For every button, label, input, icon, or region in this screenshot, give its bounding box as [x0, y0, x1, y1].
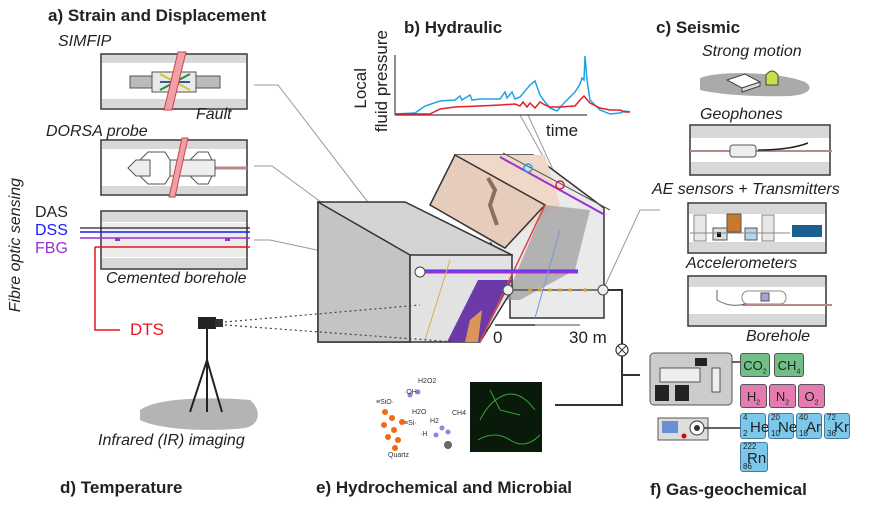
panel-f-title: f) Gas-geochemical — [650, 480, 807, 499]
dorsa-illustration — [100, 137, 248, 198]
geophones-illustration — [689, 124, 832, 176]
strong-motion-illustration — [700, 70, 810, 97]
dts-label: DTS — [130, 320, 164, 339]
ir-imaging-label: Infrared (IR) imaging — [98, 432, 245, 449]
hydraulic-chart — [394, 55, 631, 116]
fault-label: Fault — [196, 106, 232, 123]
gas-analyser-illustration — [649, 352, 742, 441]
das-label: DAS — [35, 204, 68, 221]
accelerometers-label: Accelerometers — [686, 255, 798, 272]
chem-label-quartz: Quartz — [388, 452, 410, 459]
cemented-borehole-illustration — [80, 210, 250, 331]
ir-camera-illustration — [140, 304, 456, 430]
central-block — [317, 152, 640, 406]
pressure-curve-red — [395, 94, 630, 115]
chem-label-ch4: CH4 — [452, 410, 467, 417]
accelerometers-illustration — [687, 275, 832, 327]
ae-sensors-illustration — [687, 202, 827, 254]
gas-o2: O2 — [798, 384, 825, 408]
cemented-borehole-label: Cemented borehole — [106, 270, 247, 287]
scale-start: 0 — [493, 328, 503, 347]
dss-label: DSS — [35, 222, 68, 239]
pressure-curve-blue — [394, 55, 631, 115]
geophones-label: Geophones — [700, 106, 783, 123]
dorsa-label: DORSA probe — [46, 123, 148, 140]
gas-ch4: CH4 — [774, 353, 804, 377]
gas-co2: CO2 — [740, 353, 770, 377]
chem-label-h2o: H2O — [412, 409, 427, 416]
microbial-image — [470, 382, 542, 452]
panel-b-title: b) Hydraulic — [404, 18, 503, 37]
simfip-label: SIMFIP — [58, 33, 112, 50]
panel-c-title: c) Seismic — [656, 18, 741, 37]
panel-d-title: d) Temperature — [60, 478, 183, 497]
fibre-optic-label: Fibre optic sensing — [7, 178, 24, 313]
hydrochemical-illustration — [381, 389, 452, 451]
hydraulic-ylabel-2: fluid pressure — [372, 30, 391, 133]
chem-label-h2o2: H2O2 — [418, 378, 437, 385]
ae-sensors-label: AE sensors + Transmitters — [652, 181, 840, 198]
chem-label-sio: ≡SiO· — [376, 399, 395, 406]
chem-label-h: ·H — [420, 431, 428, 438]
fbg-label: FBG — [35, 240, 68, 257]
scale-end: 30 m — [569, 328, 607, 347]
chem-label-h2: H2 — [430, 418, 439, 425]
hydraulic-xlabel: time — [546, 121, 579, 140]
panel-e-title: e) Hydrochemical and Microbial — [316, 478, 573, 497]
chem-label-oh: ·OH — [404, 389, 417, 396]
gas-h2: H2 — [740, 384, 767, 408]
panel-a-title: a) Strain and Displacement — [48, 6, 267, 25]
borehole-label: Borehole — [746, 328, 811, 345]
chem-label-si: ≡Si· — [404, 420, 417, 427]
sensor-dots — [528, 288, 587, 292]
strong-motion-label: Strong motion — [702, 43, 802, 60]
gas-n2: N2 — [769, 384, 796, 408]
hydraulic-ylabel-1: Local — [351, 68, 370, 109]
simfip-illustration — [100, 51, 248, 111]
